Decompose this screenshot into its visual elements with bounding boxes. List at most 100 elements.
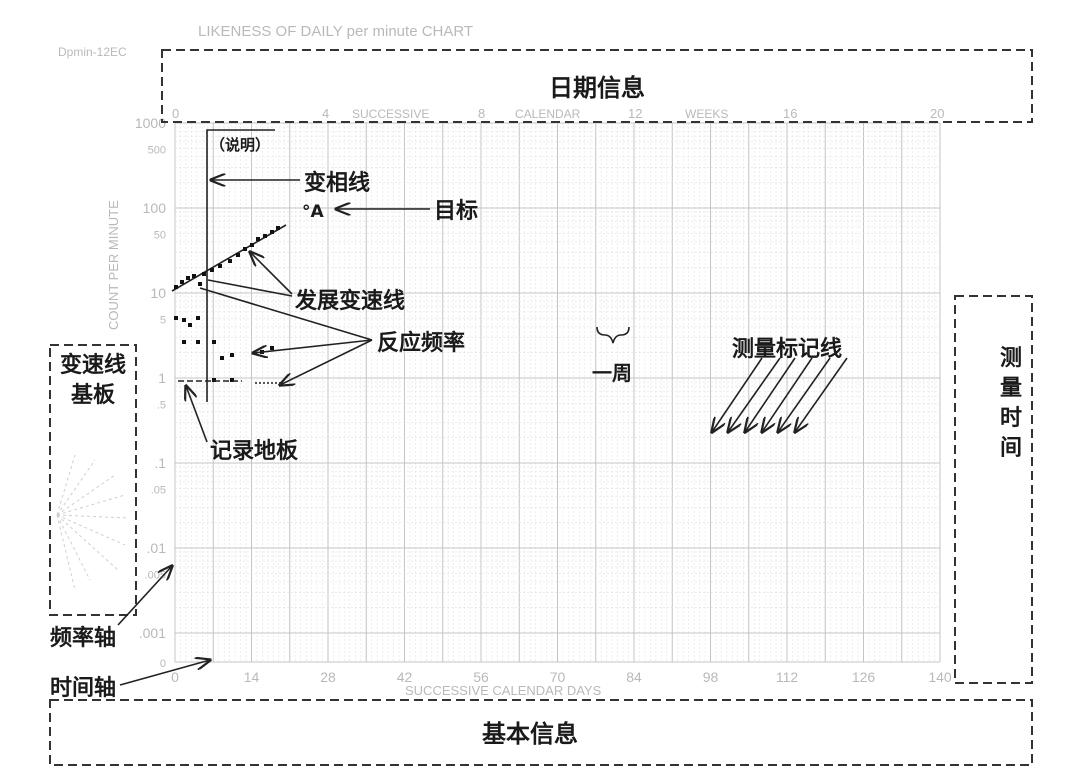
- y-axis-label: COUNT PER MINUTE: [106, 200, 121, 330]
- y-tick-label: 100: [143, 200, 167, 216]
- x-tick-label: 14: [244, 669, 260, 685]
- data-point: [186, 276, 190, 280]
- timing-lines-label: 测量标记线: [732, 336, 842, 362]
- data-point: [270, 230, 274, 234]
- top-tick: 20: [930, 106, 944, 121]
- chart-grid: [174, 122, 941, 663]
- top-tick: 4: [322, 106, 329, 121]
- data-point: [188, 323, 192, 327]
- y-tick-label: .1: [154, 455, 166, 471]
- time-axis-arrow: [119, 660, 210, 686]
- week-brace: [596, 326, 630, 344]
- data-point: [180, 280, 184, 284]
- x-tick-label: 70: [550, 669, 566, 685]
- data-point: [192, 274, 196, 278]
- chart-title: LIKENESS OF DAILY per minute CHART: [198, 23, 473, 40]
- y-tick-label: 5: [160, 315, 166, 327]
- measure-time-box: [954, 295, 1033, 684]
- top-tick: 0: [172, 106, 179, 121]
- date-info-label: 日期信息: [549, 74, 645, 102]
- top-tick: 12: [628, 106, 642, 121]
- data-point: [174, 316, 178, 320]
- time-axis-label: 时间轴: [50, 675, 116, 701]
- x-tick-label: 0: [171, 669, 179, 685]
- note-label: （说明）: [210, 136, 270, 154]
- data-point: [196, 316, 200, 320]
- measure-time-char: 间: [1000, 436, 1022, 461]
- measure-time-char: 量: [1000, 376, 1022, 401]
- date-info-box: [161, 49, 1033, 123]
- y-tick-label: .05: [151, 485, 166, 497]
- y-tick-label: 0: [160, 658, 166, 670]
- x-tick-label: 140: [928, 669, 952, 685]
- y-tick-label: 50: [154, 230, 166, 242]
- y-tick-label: 1000: [135, 115, 166, 131]
- data-point: [236, 253, 240, 257]
- frequency-axis-label: 频率轴: [50, 625, 116, 651]
- data-point: [212, 378, 216, 382]
- x-axis-label: SUCCESSIVE CALENDAR DAYS: [405, 683, 602, 698]
- data-point: [182, 318, 186, 322]
- celeration-line-label: 发展变速线: [294, 288, 405, 314]
- aim-label: 目标: [434, 198, 478, 224]
- response-rate-label: 反应频率: [377, 330, 465, 356]
- top-axis-word: CALENDAR: [515, 107, 581, 121]
- celeration-base-label-2: 基板: [71, 383, 116, 408]
- data-point: [230, 378, 234, 382]
- data-point: [228, 259, 232, 263]
- record-floor-label: 记录地板: [210, 439, 299, 464]
- x-tick-label: 126: [852, 669, 876, 685]
- measure-time-label: 测 量 时 间: [1000, 346, 1022, 461]
- x-tick-label: 28: [320, 669, 336, 685]
- basic-info-label: 基本信息: [482, 720, 578, 748]
- response-arrow: [253, 339, 373, 353]
- celeration-arrow: [250, 252, 293, 295]
- response-pointer: [199, 287, 373, 341]
- top-tick: 8: [478, 106, 485, 121]
- timing-line-arrows: [712, 357, 848, 432]
- y-tick-label: 1: [158, 370, 166, 386]
- top-axis-ticks: 0 4 8 12 16 20 SUCCESSIVE CALENDAR WEEKS: [172, 106, 944, 121]
- data-point: [182, 340, 186, 344]
- phase-line: [206, 129, 275, 402]
- y-tick-label: 10: [150, 285, 166, 301]
- data-point: [250, 243, 254, 247]
- y-tick-label: .01: [147, 540, 167, 556]
- record-floor-arrow: [186, 386, 208, 443]
- data-point: [230, 353, 234, 357]
- data-point: [198, 282, 202, 286]
- data-point: [210, 268, 214, 272]
- data-point: [256, 237, 260, 241]
- measure-time-char: 时: [1000, 406, 1022, 431]
- celeration-base-label-1: 变速线: [60, 352, 126, 378]
- phase-line-label: 变相线: [304, 170, 370, 196]
- celeration-fan: [56, 454, 129, 591]
- data-point: [243, 247, 247, 251]
- data-point: [174, 285, 178, 289]
- aim-marker: °A: [302, 202, 325, 222]
- data-point: [270, 346, 274, 350]
- one-week-label: 一周: [592, 361, 632, 385]
- data-point: [212, 340, 216, 344]
- y-tick-label: .001: [139, 625, 166, 641]
- measure-time-char: 测: [1000, 346, 1022, 371]
- data-points: [174, 226, 280, 382]
- top-axis-word: WEEKS: [685, 107, 728, 121]
- frequency-axis-arrow: [117, 566, 172, 626]
- x-tick-label: 112: [776, 669, 799, 685]
- celeration-pointer: [207, 279, 293, 297]
- chart-code: Dpmin-12EC: [58, 45, 127, 59]
- x-tick-label: 98: [703, 669, 719, 685]
- top-axis-word: SUCCESSIVE: [352, 107, 429, 121]
- data-point: [218, 264, 222, 268]
- y-tick-label: .5: [157, 400, 166, 412]
- x-tick-label: 42: [397, 669, 413, 685]
- data-point: [196, 340, 200, 344]
- celeration-base-box: [49, 344, 137, 616]
- celeration-line: [171, 224, 287, 292]
- x-tick-label: 84: [626, 669, 642, 685]
- basic-info-box: [49, 699, 1033, 766]
